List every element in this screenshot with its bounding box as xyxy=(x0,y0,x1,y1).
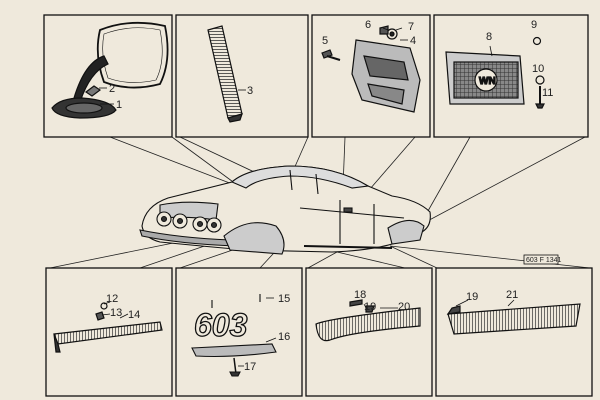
callout-16: 16 xyxy=(278,331,290,343)
callout-17: 17 xyxy=(244,361,256,373)
callout-19: 19 xyxy=(364,301,376,313)
panel-trim-front: 18 19 20 xyxy=(305,267,433,397)
drawing-code: 603 F 1341 xyxy=(526,257,562,264)
sill-moulding-part xyxy=(53,302,163,353)
panel-plate: WN 8 9 10 11 xyxy=(433,14,589,138)
panel-handle: 6 7 4 5 xyxy=(311,14,431,138)
callout-15: 15 xyxy=(278,293,290,305)
panel-sill: 12 13 14 xyxy=(45,267,173,397)
side-mirror-part xyxy=(51,21,169,119)
callout-10: 10 xyxy=(532,63,544,75)
callout-19b: 19 xyxy=(466,291,478,303)
callout-3: 3 xyxy=(247,85,253,97)
callout-4: 4 xyxy=(410,35,416,47)
panel-badge: 603 15 16 17 xyxy=(175,267,303,397)
badge-603: 603 xyxy=(194,307,248,343)
drawing-code-stamp: 603 F 1341 xyxy=(523,254,562,265)
panel-mirror: 2 1 xyxy=(43,14,173,138)
door-handle-part xyxy=(321,25,421,113)
callout-13: 13 xyxy=(110,307,122,319)
rear-wing-trim-part xyxy=(446,303,581,335)
svg-text:WN: WN xyxy=(479,76,496,87)
callout-7: 7 xyxy=(408,21,414,33)
callout-14: 14 xyxy=(128,309,140,321)
callout-11: 11 xyxy=(542,87,553,99)
rubber-strip-part xyxy=(207,25,243,123)
badge-base-plate xyxy=(191,343,277,358)
callout-9: 9 xyxy=(531,19,537,31)
callout-21: 21 xyxy=(506,289,518,301)
callout-20: 20 xyxy=(398,301,410,313)
callout-6: 6 xyxy=(365,19,371,31)
panel-trim-rear: 19 21 xyxy=(435,267,593,397)
callout-18: 18 xyxy=(354,289,366,301)
callout-2: 2 xyxy=(109,83,115,95)
front-wing-trim-part xyxy=(315,299,421,342)
callout-8: 8 xyxy=(486,31,492,43)
callout-12: 12 xyxy=(106,293,118,305)
callout-5: 5 xyxy=(322,35,328,47)
panel-strip: 3 xyxy=(175,14,309,138)
car-illustration xyxy=(139,165,431,255)
plate-lamp-part: WN xyxy=(445,36,545,109)
callout-1: 1 xyxy=(116,99,122,111)
